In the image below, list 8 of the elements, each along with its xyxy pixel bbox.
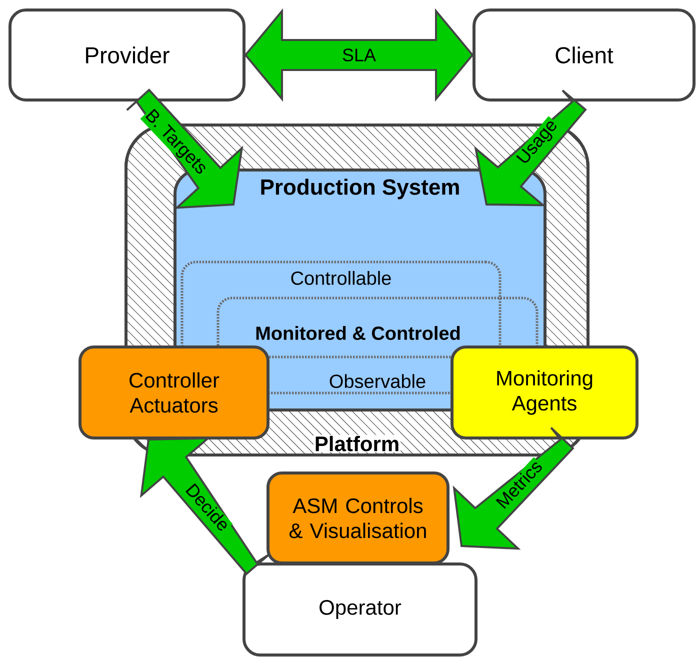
rounded-box: Controller Actuators: [78, 346, 270, 440]
rounded-box: Client: [472, 8, 696, 102]
rounded-box: Provider: [8, 8, 246, 102]
rounded-box: Operator: [242, 562, 478, 656]
rounded-box: ASM Controls & Visualisation: [266, 472, 450, 564]
region-label: Monitored & Controled: [256, 326, 460, 340]
edge-label: SLA: [341, 48, 378, 62]
rounded-box: Monitoring Agents: [450, 346, 638, 440]
